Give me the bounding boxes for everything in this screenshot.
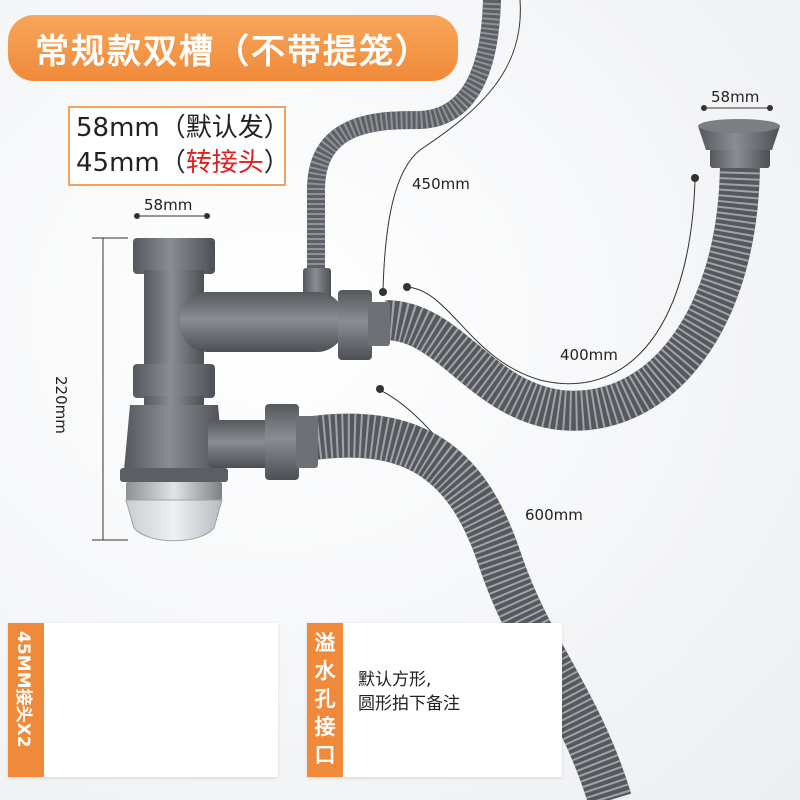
hose-400 xyxy=(383,159,760,431)
top-inlet-nut xyxy=(133,238,215,274)
overflow-panel-label: 溢 水 孔 接 口 xyxy=(314,631,336,767)
dim-top-width: 58mm xyxy=(144,196,193,214)
dimension-line-450 xyxy=(382,0,521,291)
overflow-hose xyxy=(307,0,501,299)
spec-adapter-highlight: 转接头 xyxy=(185,148,264,178)
adapter-panel: 45MM接头X2 xyxy=(8,623,278,777)
hose-600 xyxy=(296,413,632,800)
middle-nut xyxy=(133,364,215,398)
adapter-panel-tab: 45MM接头X2 xyxy=(8,623,44,777)
page-title: 常规款双槽（不带提笼） xyxy=(8,15,458,81)
overflow-panel-tab: 溢 水 孔 接 口 xyxy=(307,623,343,777)
overflow-note: 默认方形, 圆形拍下备注 xyxy=(358,670,460,714)
clear-basket xyxy=(125,499,223,542)
dim-right-top: 58mm xyxy=(711,88,760,106)
dim-height: 220mm xyxy=(52,376,70,434)
trap-body xyxy=(124,405,224,470)
outlet-nut xyxy=(265,404,299,480)
spec-line-adapter: 45mm（转接头） xyxy=(76,148,290,178)
dim-hose-400: 400mm xyxy=(560,346,618,364)
dimension-line-400 xyxy=(406,179,696,385)
overflow-panel: 溢 水 孔 接 口 xyxy=(307,623,562,777)
spec-line-default: 58mm（默认发） xyxy=(76,113,290,143)
adapter-panel-label: 45MM接头X2 xyxy=(13,631,33,748)
dim-hose-600: 600mm xyxy=(525,506,583,524)
spec-box: 58mm（默认发） 45mm（转接头） xyxy=(68,106,290,186)
dim-hose-450: 450mm xyxy=(412,175,470,193)
t-branch xyxy=(180,292,345,352)
